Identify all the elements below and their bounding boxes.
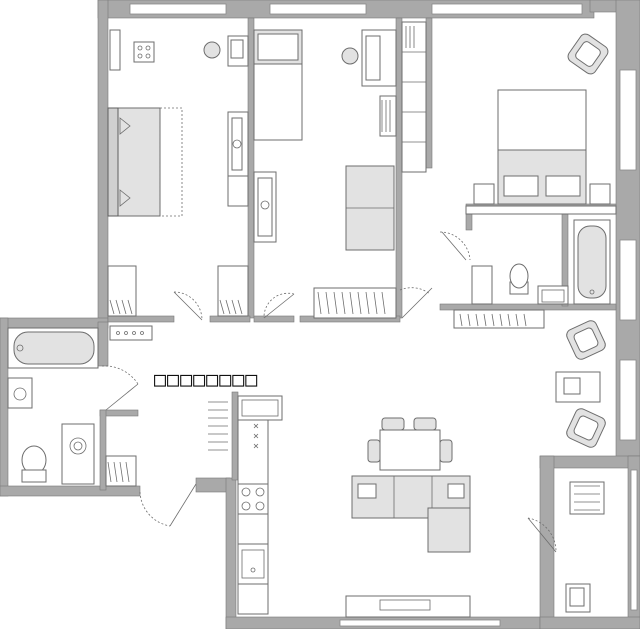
room-1-furniture bbox=[107, 29, 249, 317]
living-room-furniture bbox=[345, 320, 606, 618]
doors bbox=[101, 231, 557, 553]
room-2-furniture bbox=[253, 21, 427, 319]
kitchen-fixtures bbox=[208, 395, 283, 615]
room-label: □□□□□□□□ bbox=[154, 367, 258, 391]
balcony-furniture bbox=[565, 481, 605, 613]
interior-walls bbox=[97, 17, 617, 491]
master-bedroom-furniture bbox=[465, 33, 617, 215]
windows bbox=[129, 3, 638, 627]
bathroom-1-fixtures bbox=[7, 325, 153, 487]
bathroom-2-fixtures bbox=[453, 219, 611, 329]
